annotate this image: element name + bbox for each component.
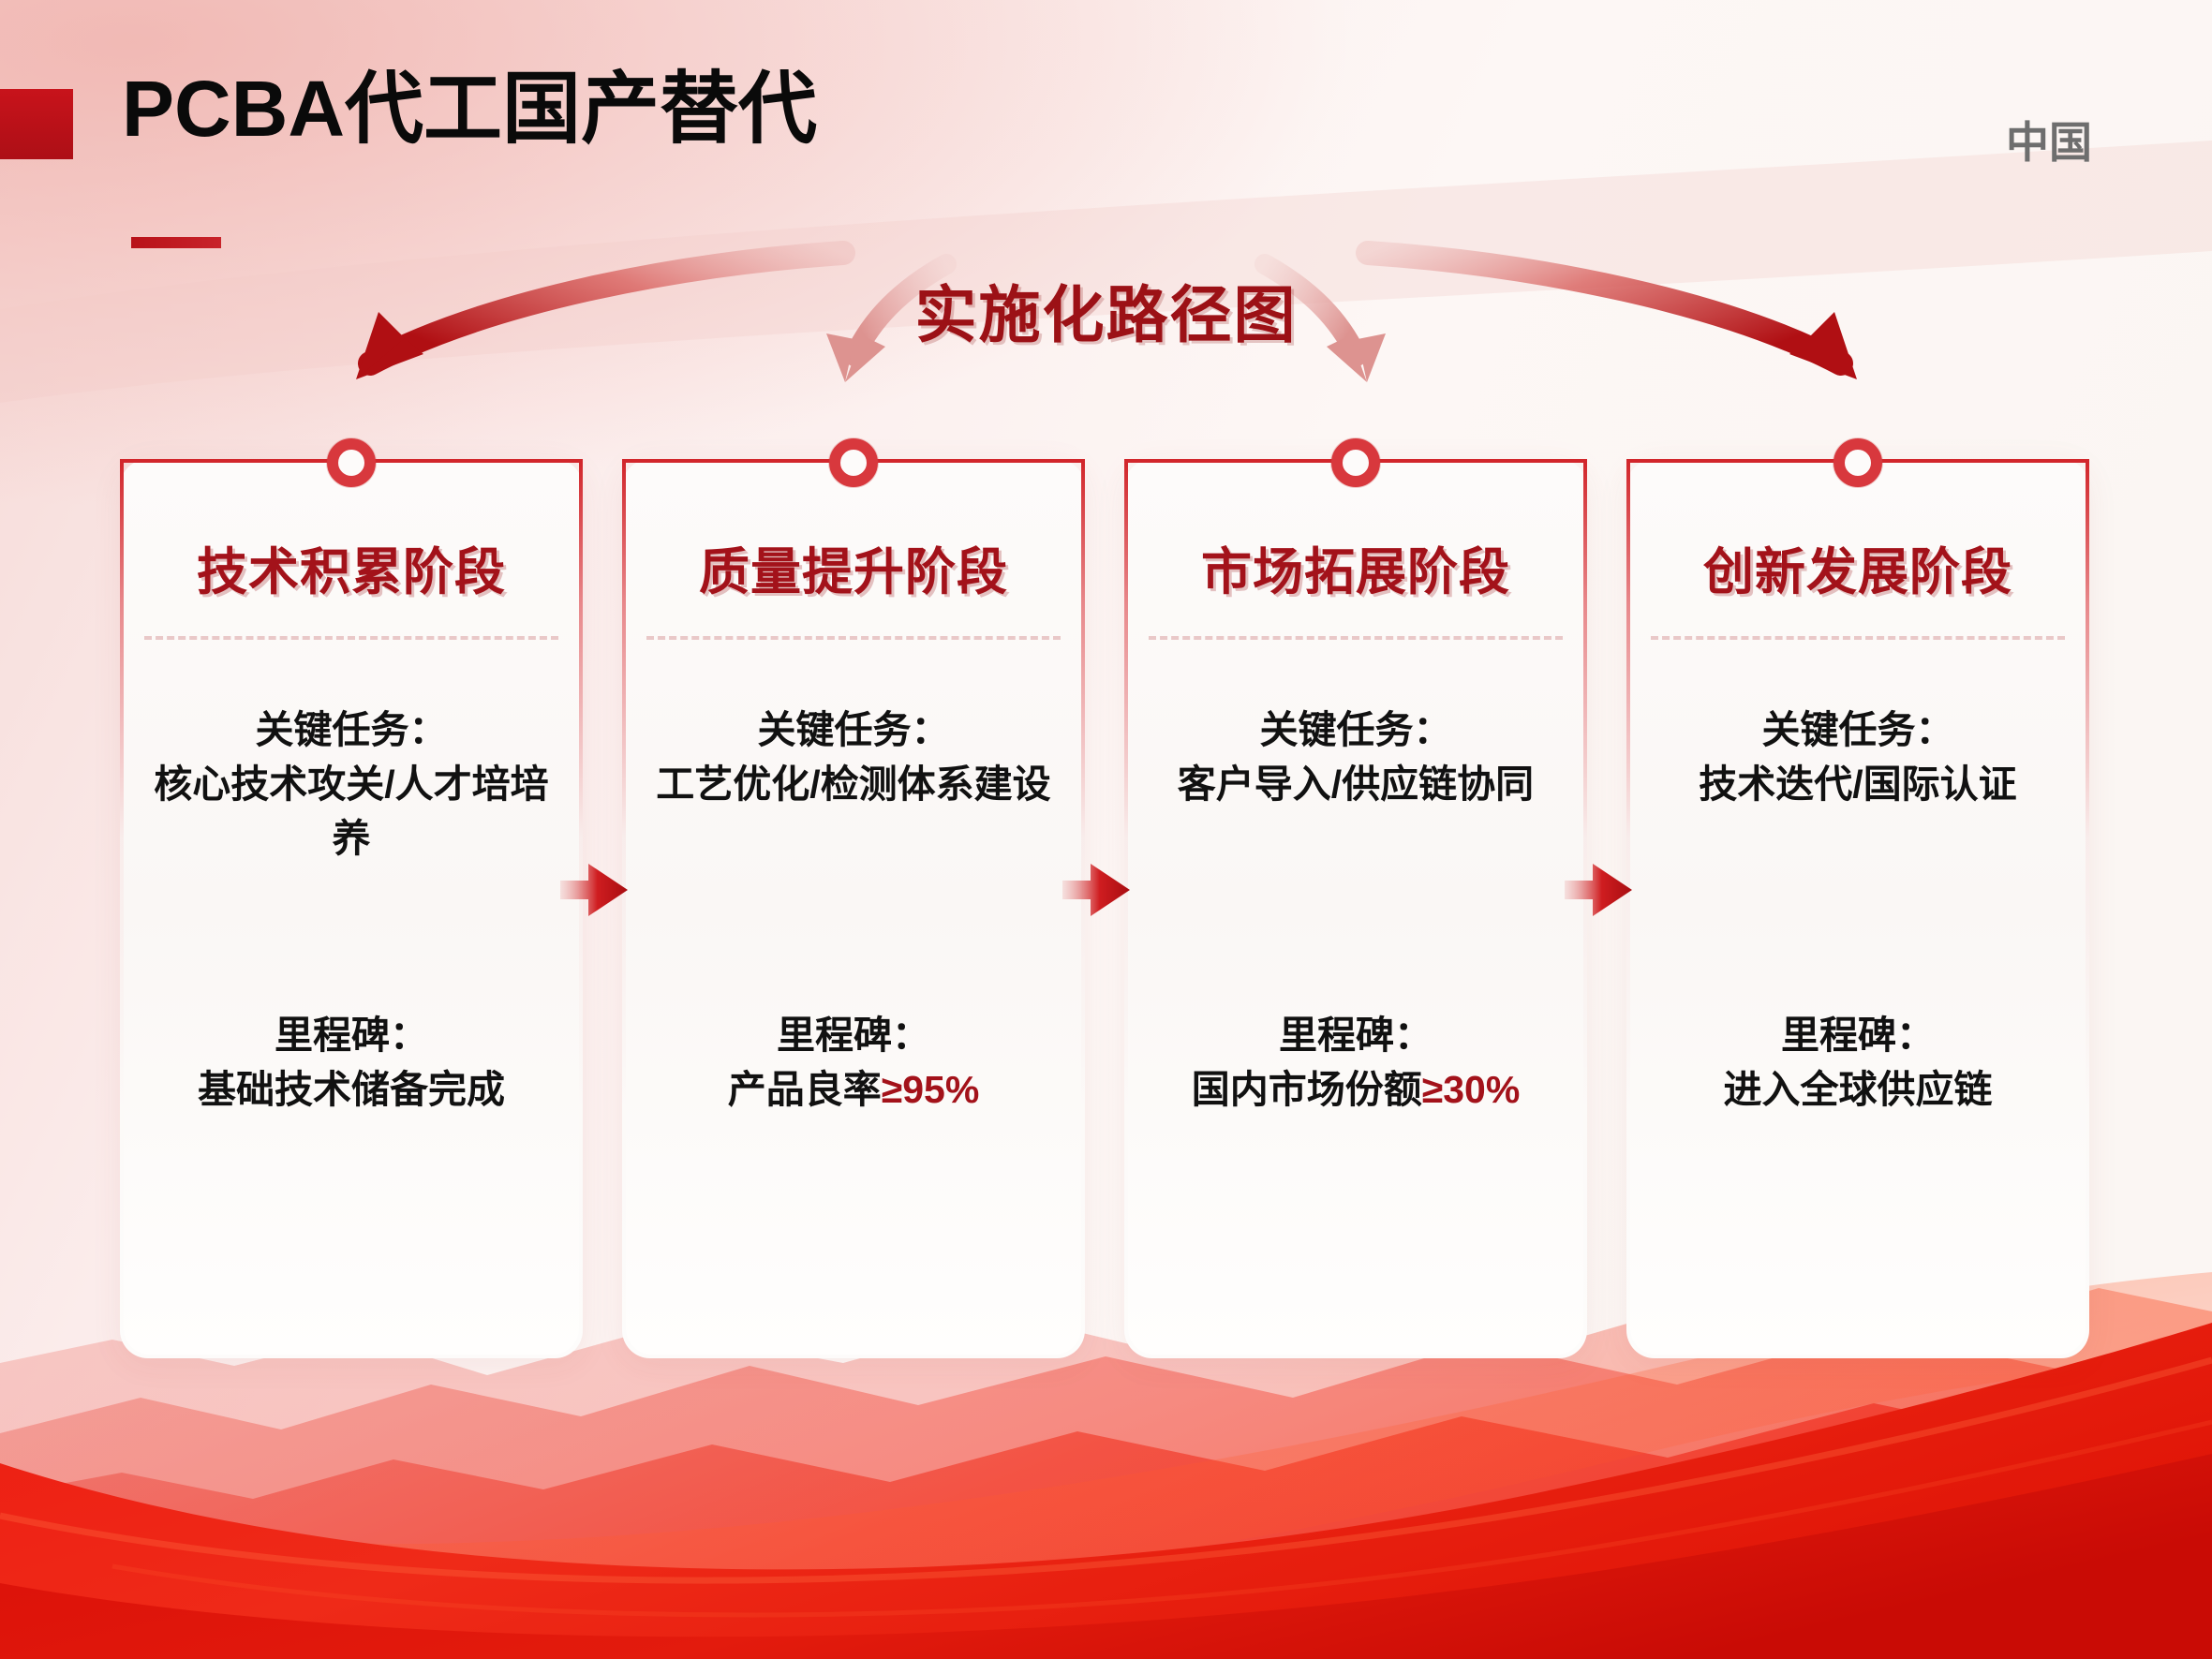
stage-card-2-task-value: 工艺优化/检测体系建设 <box>656 763 1051 807</box>
stage-card-4-milestone-text: 进入全球供应链 <box>1723 1068 1993 1112</box>
stage-card-1-task-value: 核心技术攻关/人才培培养 <box>154 763 549 861</box>
stage-card-1[interactable]: 技术积累阶段 关键任务： 核心技术攻关/人才培培养 里程碑： 基础技术储备完成 <box>120 438 583 1358</box>
stage-node-ring-icon-4 <box>1833 438 1882 487</box>
page-title: PCBA代工国产替代 <box>122 65 818 153</box>
stage-card-1-divider <box>144 636 558 640</box>
stage-card-2-divider <box>646 636 1061 640</box>
stage-card-3[interactable]: 市场拓展阶段 关键任务： 客户导入/供应链协同 里程碑： 国内市场份额≥30% <box>1124 438 1587 1358</box>
title-accent-block <box>0 89 73 159</box>
flow-arrows <box>356 241 1857 382</box>
stage-card-3-divider <box>1149 636 1563 640</box>
stage-card-4-milestone-value: 进入全球供应链 <box>1643 1062 2072 1117</box>
stage-card-2[interactable]: 质量提升阶段 关键任务： 工艺优化/检测体系建设 里程碑： 产品良率≥95% <box>622 438 1085 1358</box>
stage-card-4-milestone-label: 里程碑： <box>1781 1014 1935 1057</box>
stage-card-1-surface <box>124 463 579 1355</box>
stage-card-3-task: 关键任务： 客户导入/供应链协同 <box>1141 703 1570 811</box>
stage-card-3-task-value: 客户导入/供应链协同 <box>1177 763 1535 807</box>
stage-card-3-milestone-text: 国内市场份额 <box>1191 1068 1422 1112</box>
stage-card-2-title: 质量提升阶段 <box>699 544 1008 600</box>
stage-3-to-4-arrow-icon <box>1565 864 1632 916</box>
stage-card-2-task: 关键任务： 工艺优化/检测体系建设 <box>639 703 1068 811</box>
stage-card-2-milestone-highlight: ≥95% <box>881 1068 980 1112</box>
stage-card-3-surface <box>1128 463 1583 1355</box>
stage-card-2-milestone: 里程碑： 产品良率≥95% <box>639 1008 1068 1117</box>
stage-card-2-milestone-text: 产品良率 <box>727 1068 882 1112</box>
stage-2-to-3-arrow-icon <box>1062 864 1130 916</box>
stage-node-ring-icon-2 <box>829 438 878 487</box>
stage-card-3-milestone-highlight: ≥30% <box>1421 1068 1521 1112</box>
stage-card-3-milestone-label: 里程碑： <box>1279 1014 1433 1057</box>
stage-card-4[interactable]: 创新发展阶段 关键任务： 技术迭代/国际认证 里程碑： 进入全球供应链 <box>1626 438 2089 1358</box>
stage-card-4-surface <box>1630 463 2086 1355</box>
stage-card-4-milestone: 里程碑： 进入全球供应链 <box>1643 1008 2072 1117</box>
stage-cards: 技术积累阶段 关键任务： 核心技术攻关/人才培培养 里程碑： 基础技术储备完成 … <box>0 438 2212 1368</box>
stage-card-2-surface <box>626 463 1081 1355</box>
stage-node-ring-icon-3 <box>1331 438 1380 487</box>
stage-card-4-divider <box>1651 636 2065 640</box>
stage-card-1-milestone-text: 基础技术储备完成 <box>198 1068 505 1112</box>
heading-to-stage-1-arrow <box>356 241 855 379</box>
stage-card-1-task-label: 关键任务： <box>255 708 448 751</box>
heading-to-stage-4-arrow <box>1356 241 1857 379</box>
stage-card-1-task: 关键任务： 核心技术攻关/人才培培养 <box>137 703 566 867</box>
stage-card-4-task-value: 技术迭代/国际认证 <box>1699 763 2017 807</box>
roadmap-heading: 实施化路径图 <box>0 265 2212 355</box>
stage-card-1-title: 技术积累阶段 <box>197 544 506 600</box>
stage-card-4-task-label: 关键任务： <box>1761 708 1954 751</box>
region-label: 中国 <box>2006 118 2092 167</box>
stage-card-1-milestone-value: 基础技术储备完成 <box>137 1062 566 1117</box>
page-header: PCBA代工国产替代 中国 <box>0 0 2212 272</box>
stage-card-4-title: 创新发展阶段 <box>1703 544 2012 600</box>
stage-card-1-milestone-label: 里程碑： <box>275 1014 428 1057</box>
stage-card-1-milestone: 里程碑： 基础技术储备完成 <box>137 1008 566 1117</box>
stage-card-3-milestone: 里程碑： 国内市场份额≥30% <box>1141 1008 1570 1117</box>
heading-to-stage-3-arrow <box>1254 254 1386 382</box>
roadmap-heading-text: 实施化路径图 <box>914 280 1298 349</box>
stage-card-3-milestone-value: 国内市场份额≥30% <box>1141 1062 1570 1117</box>
stage-card-2-milestone-label: 里程碑： <box>777 1014 930 1057</box>
title-underline <box>131 237 221 248</box>
stage-card-2-milestone-value: 产品良率≥95% <box>639 1062 1068 1117</box>
stage-card-3-task-label: 关键任务： <box>1259 708 1452 751</box>
stage-1-to-2-arrow-icon <box>560 864 628 916</box>
stage-card-2-task-label: 关键任务： <box>757 708 950 751</box>
stage-card-3-title: 市场拓展阶段 <box>1201 544 1510 600</box>
stage-node-ring-icon-1 <box>327 438 376 487</box>
stage-card-4-task: 关键任务： 技术迭代/国际认证 <box>1643 703 2072 811</box>
heading-to-stage-2-arrow <box>826 254 957 382</box>
